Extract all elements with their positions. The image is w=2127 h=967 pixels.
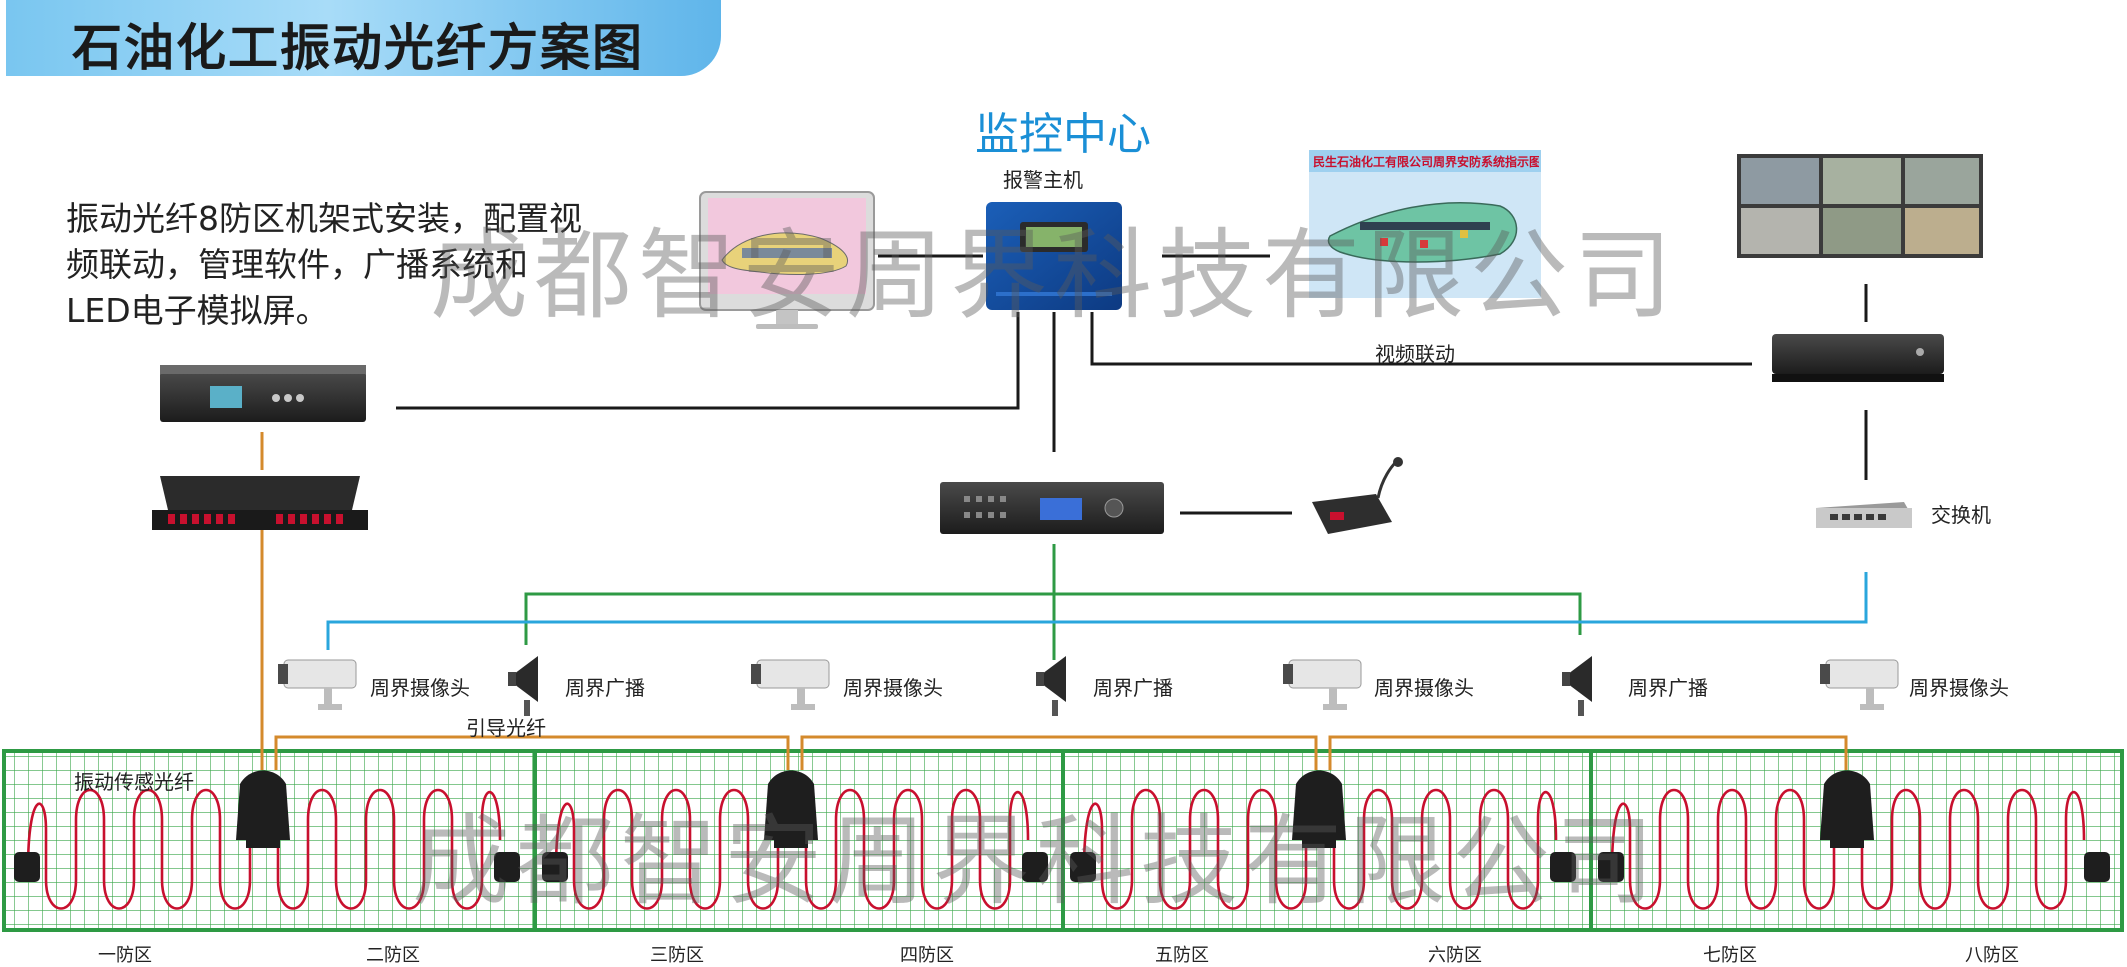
fiber-terminal-box-icon [1070, 852, 1096, 882]
fiber-terminal-box-icon [1022, 852, 1048, 882]
camera-network-lines [326, 572, 1868, 650]
paging-microphone-device [1312, 457, 1403, 534]
zone-label-8: 八防区 [1965, 945, 2019, 966]
video-wall-display [1737, 154, 1983, 258]
camera-label: 周界摄像头 [1374, 676, 1474, 700]
monitoring-center-title: 监控中心 [975, 109, 1151, 160]
fiber-vibration-host-device [160, 365, 366, 422]
control-connection-lines [396, 254, 1868, 515]
alarm-host-label: 报警主机 [1003, 168, 1083, 192]
led-map-screen-title: 民生石油化工有限公司周界安防系统指示图 [1313, 155, 1539, 169]
broadcast-horn-icon [1562, 656, 1592, 716]
lead-fiber-lines [260, 432, 1848, 770]
camera-label: 周界摄像头 [370, 676, 470, 700]
network-switch-device [1816, 502, 1912, 528]
zone-label-7: 七防区 [1703, 945, 1757, 966]
zone-label-1: 一防区 [98, 945, 152, 966]
fiber-terminal-box-icon [1550, 852, 1576, 882]
monitor-icon [699, 191, 875, 329]
perimeter-camera-icon [278, 659, 357, 710]
sensing-fiber-label: 振动传感光纤 [74, 770, 194, 794]
page-title: 石油化工振动光纤方案图 [72, 19, 644, 77]
fiber-terminal-box-icon [494, 852, 520, 882]
fiber-junction-box-icon [236, 770, 290, 848]
broadcast-horn-icon [1036, 656, 1066, 716]
broadcast-network-lines [524, 544, 1582, 660]
fiber-junction-boxes [236, 770, 1874, 848]
zone-label-3: 三防区 [650, 945, 704, 966]
perimeter-camera-icon [1820, 659, 1899, 710]
fiber-junction-box-icon [764, 770, 818, 848]
nvr-recorder-device [1772, 334, 1944, 382]
fiber-terminal-box-icon [542, 852, 568, 882]
fiber-junction-box-icon [1292, 770, 1346, 848]
fiber-junction-box-icon [1820, 770, 1874, 848]
switch-label: 交换机 [1931, 503, 1991, 527]
fiber-terminal-box-icon [1598, 852, 1624, 882]
perimeter-camera-icon [1283, 659, 1362, 710]
perimeter-camera-icon [751, 659, 830, 710]
fiber-terminal-box-icon [2084, 852, 2110, 882]
zone-label-5: 五防区 [1155, 945, 1209, 966]
camera-label: 周界摄像头 [1909, 676, 2009, 700]
broadcast-label: 周界广播 [1628, 676, 1708, 700]
broadcast-amplifier-device [940, 482, 1164, 534]
video-link-label: 视频联动 [1375, 342, 1455, 366]
zone-label-6: 六防区 [1428, 945, 1482, 966]
broadcast-label: 周界广播 [565, 676, 645, 700]
solution-description: 振动光纤8防区机架式安装，配置视频联动，管理软件，广播系统和LED电子模拟屏。 [66, 199, 582, 330]
fiber-terminal-box-icon [14, 852, 40, 882]
broadcast-label: 周界广播 [1093, 676, 1173, 700]
fiber-patch-panel-device [152, 476, 368, 530]
camera-label: 周界摄像头 [843, 676, 943, 700]
broadcast-horn-icon [508, 656, 538, 716]
led-map-screen [1309, 150, 1541, 298]
fiber-terminal-boxes [14, 852, 2110, 882]
lead-fiber-label: 引导光纤 [466, 716, 546, 740]
zone-label-4: 四防区 [900, 945, 954, 966]
alarm-host-device [986, 202, 1122, 310]
title-banner [6, 0, 721, 76]
zone-label-2: 二防区 [366, 945, 420, 966]
